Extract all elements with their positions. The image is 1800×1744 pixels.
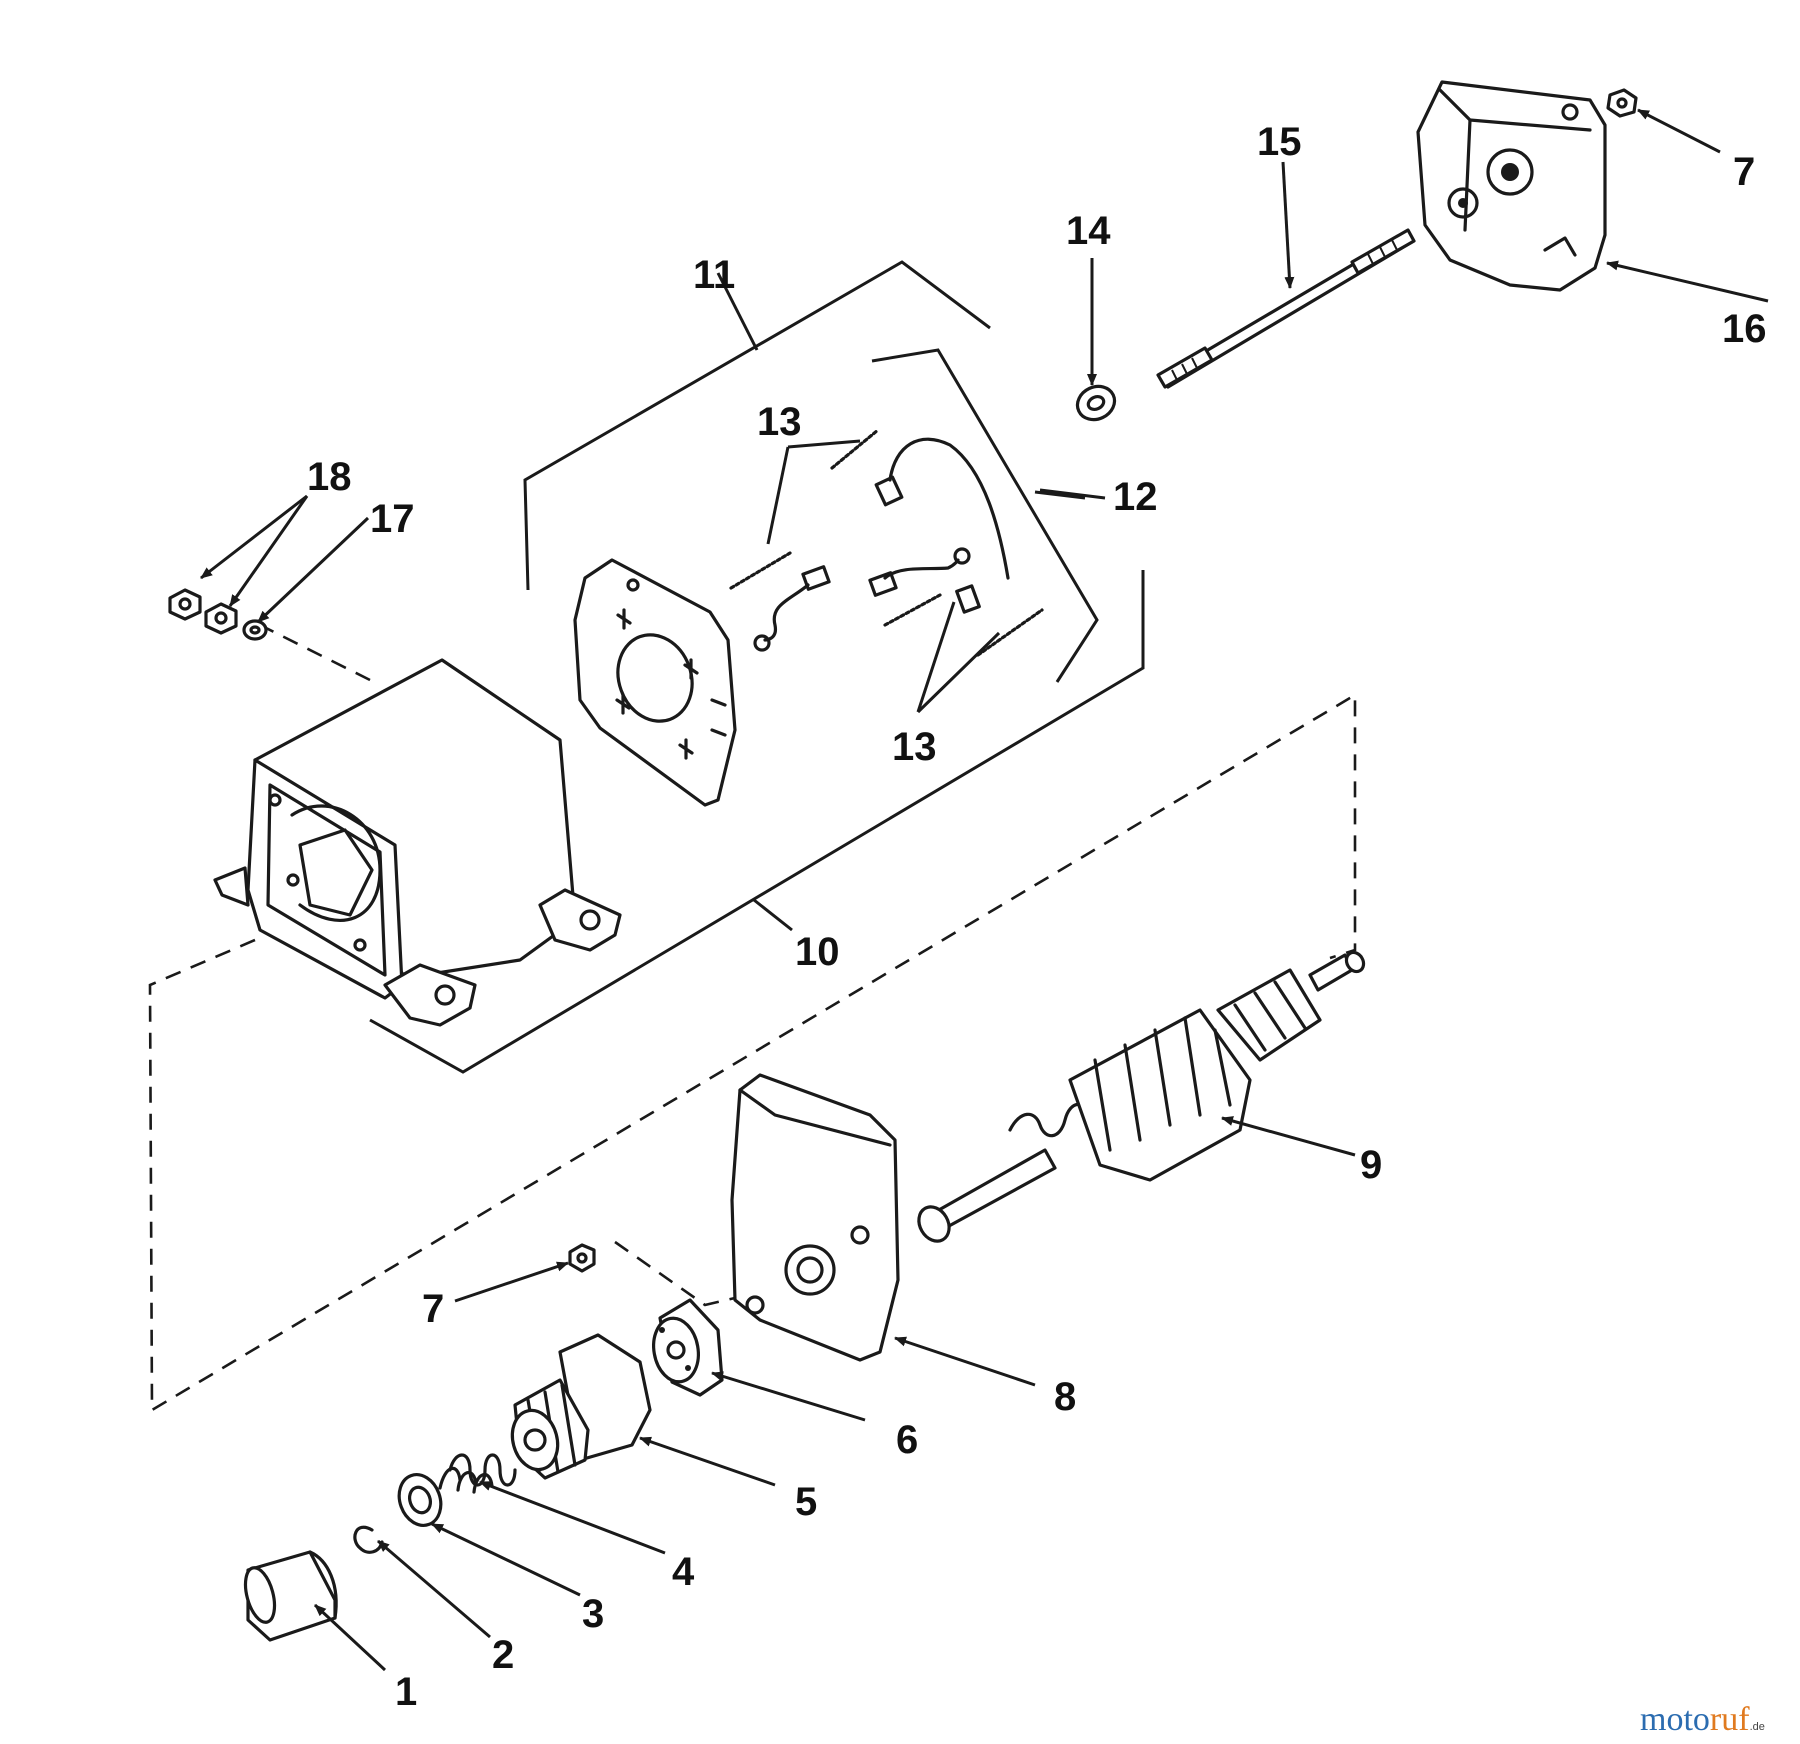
- watermark-part1: moto: [1640, 1701, 1710, 1738]
- callout-7-lower: 7: [422, 1287, 444, 1331]
- brush-plate: [573, 558, 737, 807]
- callout-10: 10: [795, 930, 840, 974]
- drive-pinion: [510, 1333, 652, 1480]
- hex-nut-lower: [568, 1243, 596, 1273]
- through-bolt: [1156, 228, 1416, 389]
- rear-end-cap: [1416, 80, 1607, 292]
- hex-nut-18b: [204, 602, 238, 635]
- callout-16: 16: [1722, 307, 1767, 351]
- anti-drift-spring: [438, 1453, 517, 1494]
- callout-17: 17: [370, 497, 415, 541]
- callout-13-lower: 13: [892, 725, 937, 769]
- callout-3: 3: [582, 1592, 604, 1636]
- callout-8: 8: [1054, 1375, 1076, 1419]
- drive-end-cap: [730, 1073, 900, 1362]
- callout-5: 5: [795, 1480, 817, 1524]
- dust-cap: [243, 1550, 338, 1642]
- leader-lines: [200, 108, 1769, 1672]
- brushes-and-leads: [753, 437, 1010, 652]
- callout-15: 15: [1257, 120, 1302, 164]
- callout-2: 2: [492, 1633, 514, 1677]
- callout-9: 9: [1360, 1143, 1382, 1187]
- watermark-part2: ruf: [1710, 1701, 1750, 1738]
- callout-1: 1: [395, 1670, 417, 1714]
- brush-group-bracket-12: [871, 348, 1099, 683]
- field-frame-housing: [213, 658, 622, 1027]
- callout-6: 6: [896, 1418, 918, 1462]
- hex-nut-18a: [168, 588, 202, 621]
- callout-18: 18: [307, 455, 352, 499]
- callout-4: 4: [672, 1550, 695, 1594]
- site-watermark: motoruf.de: [1640, 1701, 1765, 1738]
- armature: [917, 950, 1366, 1243]
- callout-7-upper: 7: [1733, 150, 1755, 194]
- stop-nut: [397, 1473, 443, 1527]
- washer: [1075, 384, 1117, 422]
- svg-text:motoruf.de: motoruf.de: [1640, 1701, 1765, 1738]
- brush-group-bracket-11: [369, 260, 1145, 1074]
- brush-springs: [729, 428, 1044, 657]
- hex-nut-upper: [1606, 88, 1638, 118]
- callout-13-upper: 13: [757, 400, 802, 444]
- callout-labels: 1 2 3 4 5 6 7 8 9 10 11 12 13 13 14 15 1…: [307, 120, 1767, 1714]
- drive-hub: [652, 1298, 724, 1397]
- callout-12: 12: [1113, 475, 1158, 519]
- lock-washer-17: [242, 619, 268, 641]
- callout-14: 14: [1066, 209, 1111, 253]
- watermark-suffix: .de: [1750, 1721, 1765, 1733]
- retaining-clip: [353, 1525, 384, 1554]
- callout-11: 11: [693, 253, 735, 297]
